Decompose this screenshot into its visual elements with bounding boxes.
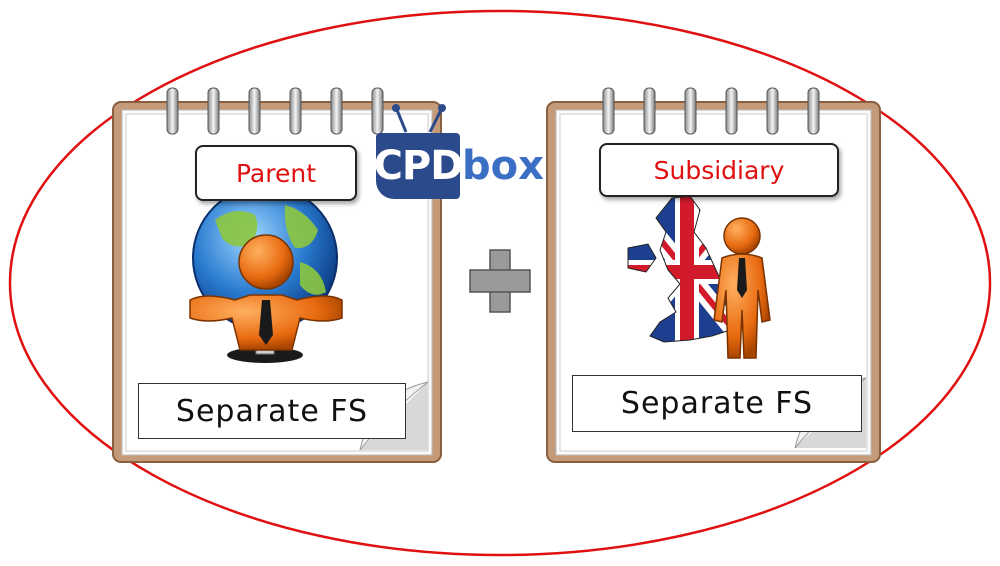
plus-sign bbox=[469, 249, 531, 313]
parent-caption: Separate FS bbox=[138, 383, 406, 439]
logo-box-text: box bbox=[462, 143, 544, 189]
parent-globe-figure bbox=[189, 185, 343, 363]
logo-cpd: CPD bbox=[374, 133, 463, 199]
subsidiary-title: Subsidiary bbox=[599, 143, 839, 197]
subsidiary-caption: Separate FS bbox=[572, 375, 862, 432]
group-ellipse bbox=[8, 9, 992, 557]
logo-antenna-icon bbox=[392, 104, 446, 133]
parent-title: Parent bbox=[195, 145, 357, 201]
